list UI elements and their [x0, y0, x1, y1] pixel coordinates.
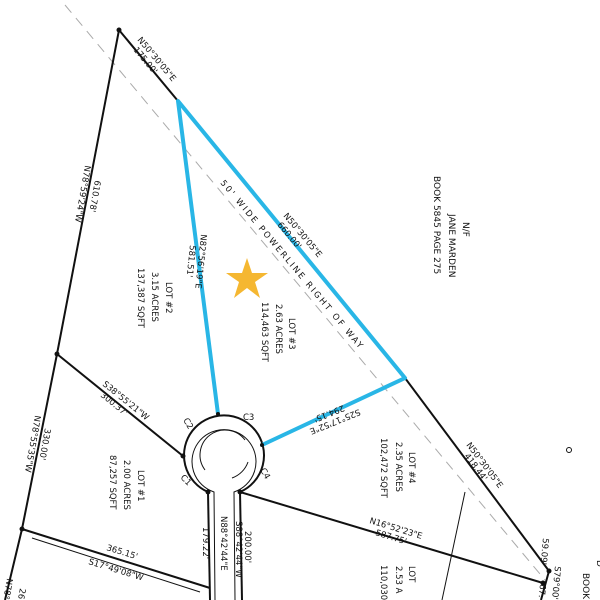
lot-3-highlight — [176, 99, 407, 447]
curve-c2: C2 — [180, 417, 194, 432]
adjoiner2-line2: D — [594, 560, 600, 567]
boundary-lines — [4, 29, 550, 600]
svg-text:LOT #1: LOT #1 — [135, 470, 145, 502]
bearing-left-bottom: N78° — [0, 577, 14, 600]
curve-c1: C1 — [178, 473, 193, 488]
bearing-se: S79°00'46" — [548, 566, 562, 600]
bearing-left-upper: N78°59'24"W — [72, 164, 92, 223]
svg-text:2.35 ACRES: 2.35 ACRES — [393, 442, 403, 492]
svg-text:137,387 SQFT: 137,387 SQFT — [135, 268, 145, 329]
svg-text:87,257 SQFT: 87,257 SQFT — [107, 455, 117, 510]
svg-text:2.00 ACRES: 2.00 ACRES — [121, 460, 131, 510]
svg-text:LOT #3: LOT #3 — [286, 318, 296, 350]
adjoiner-line1: N/F — [460, 222, 470, 237]
curve-c3: C3 — [243, 413, 254, 423]
svg-text:102,472 SQFT: 102,472 SQFT — [378, 438, 388, 499]
adjoiner-line3: BOOK 5845 PAGE 275 — [431, 176, 441, 274]
powerline-centerline — [64, 4, 546, 581]
svg-text:110,030: 110,030 — [378, 565, 388, 600]
cul-de-sac-pavement — [31, 429, 466, 600]
svg-text:LOT: LOT — [406, 566, 416, 583]
distance-lot3-west: 581.51' — [184, 245, 197, 278]
svg-text:114,463 SQFT: 114,463 SQFT — [259, 302, 269, 363]
star-icon — [226, 258, 268, 298]
adjoiner2-line1: BOOK — [580, 573, 590, 600]
lot-1-label: LOT #1 2.00 ACRES 87,257 SQFT — [107, 455, 145, 510]
distance-left-bottom: 26 — [15, 587, 27, 599]
lot-3-label: LOT #3 2.63 ACRES 114,463 SQFT — [259, 302, 296, 363]
bearing-stem-east: S88°42'44"W — [233, 521, 243, 578]
lot-4-label: LOT #4 2.35 ACRES 102,472 SQFT — [378, 438, 416, 499]
distance-se-2: 67. — [536, 584, 547, 598]
svg-text:3.15 ACRES: 3.15 ACRES — [149, 272, 159, 322]
distance-se: 59.09' — [538, 538, 550, 565]
distance-stem-west: 179.22' — [200, 527, 210, 559]
svg-text:2.63 ACRES: 2.63 ACRES — [273, 304, 283, 354]
bearing-stem-west: N88°42'44"E — [218, 516, 228, 571]
svg-text:2.53 A: 2.53 A — [393, 566, 403, 594]
svg-text:LOT #2: LOT #2 — [163, 282, 173, 314]
curve-c4: C4 — [257, 467, 271, 482]
lot-2-label: LOT #2 3.15 ACRES 137,387 SQFT — [135, 268, 173, 329]
svg-text:LOT #4: LOT #4 — [406, 452, 416, 484]
distance-stem-east: 200.00' — [242, 531, 252, 563]
corner-markers — [19, 27, 552, 586]
bearing-lot1-south: S17°49'08"W — [87, 557, 145, 583]
lot-5-label: LOT 2.53 A 110,030 — [378, 565, 416, 600]
adjoiner-line2: JANE MARDEN — [446, 213, 456, 277]
monument-icon — [566, 447, 572, 453]
